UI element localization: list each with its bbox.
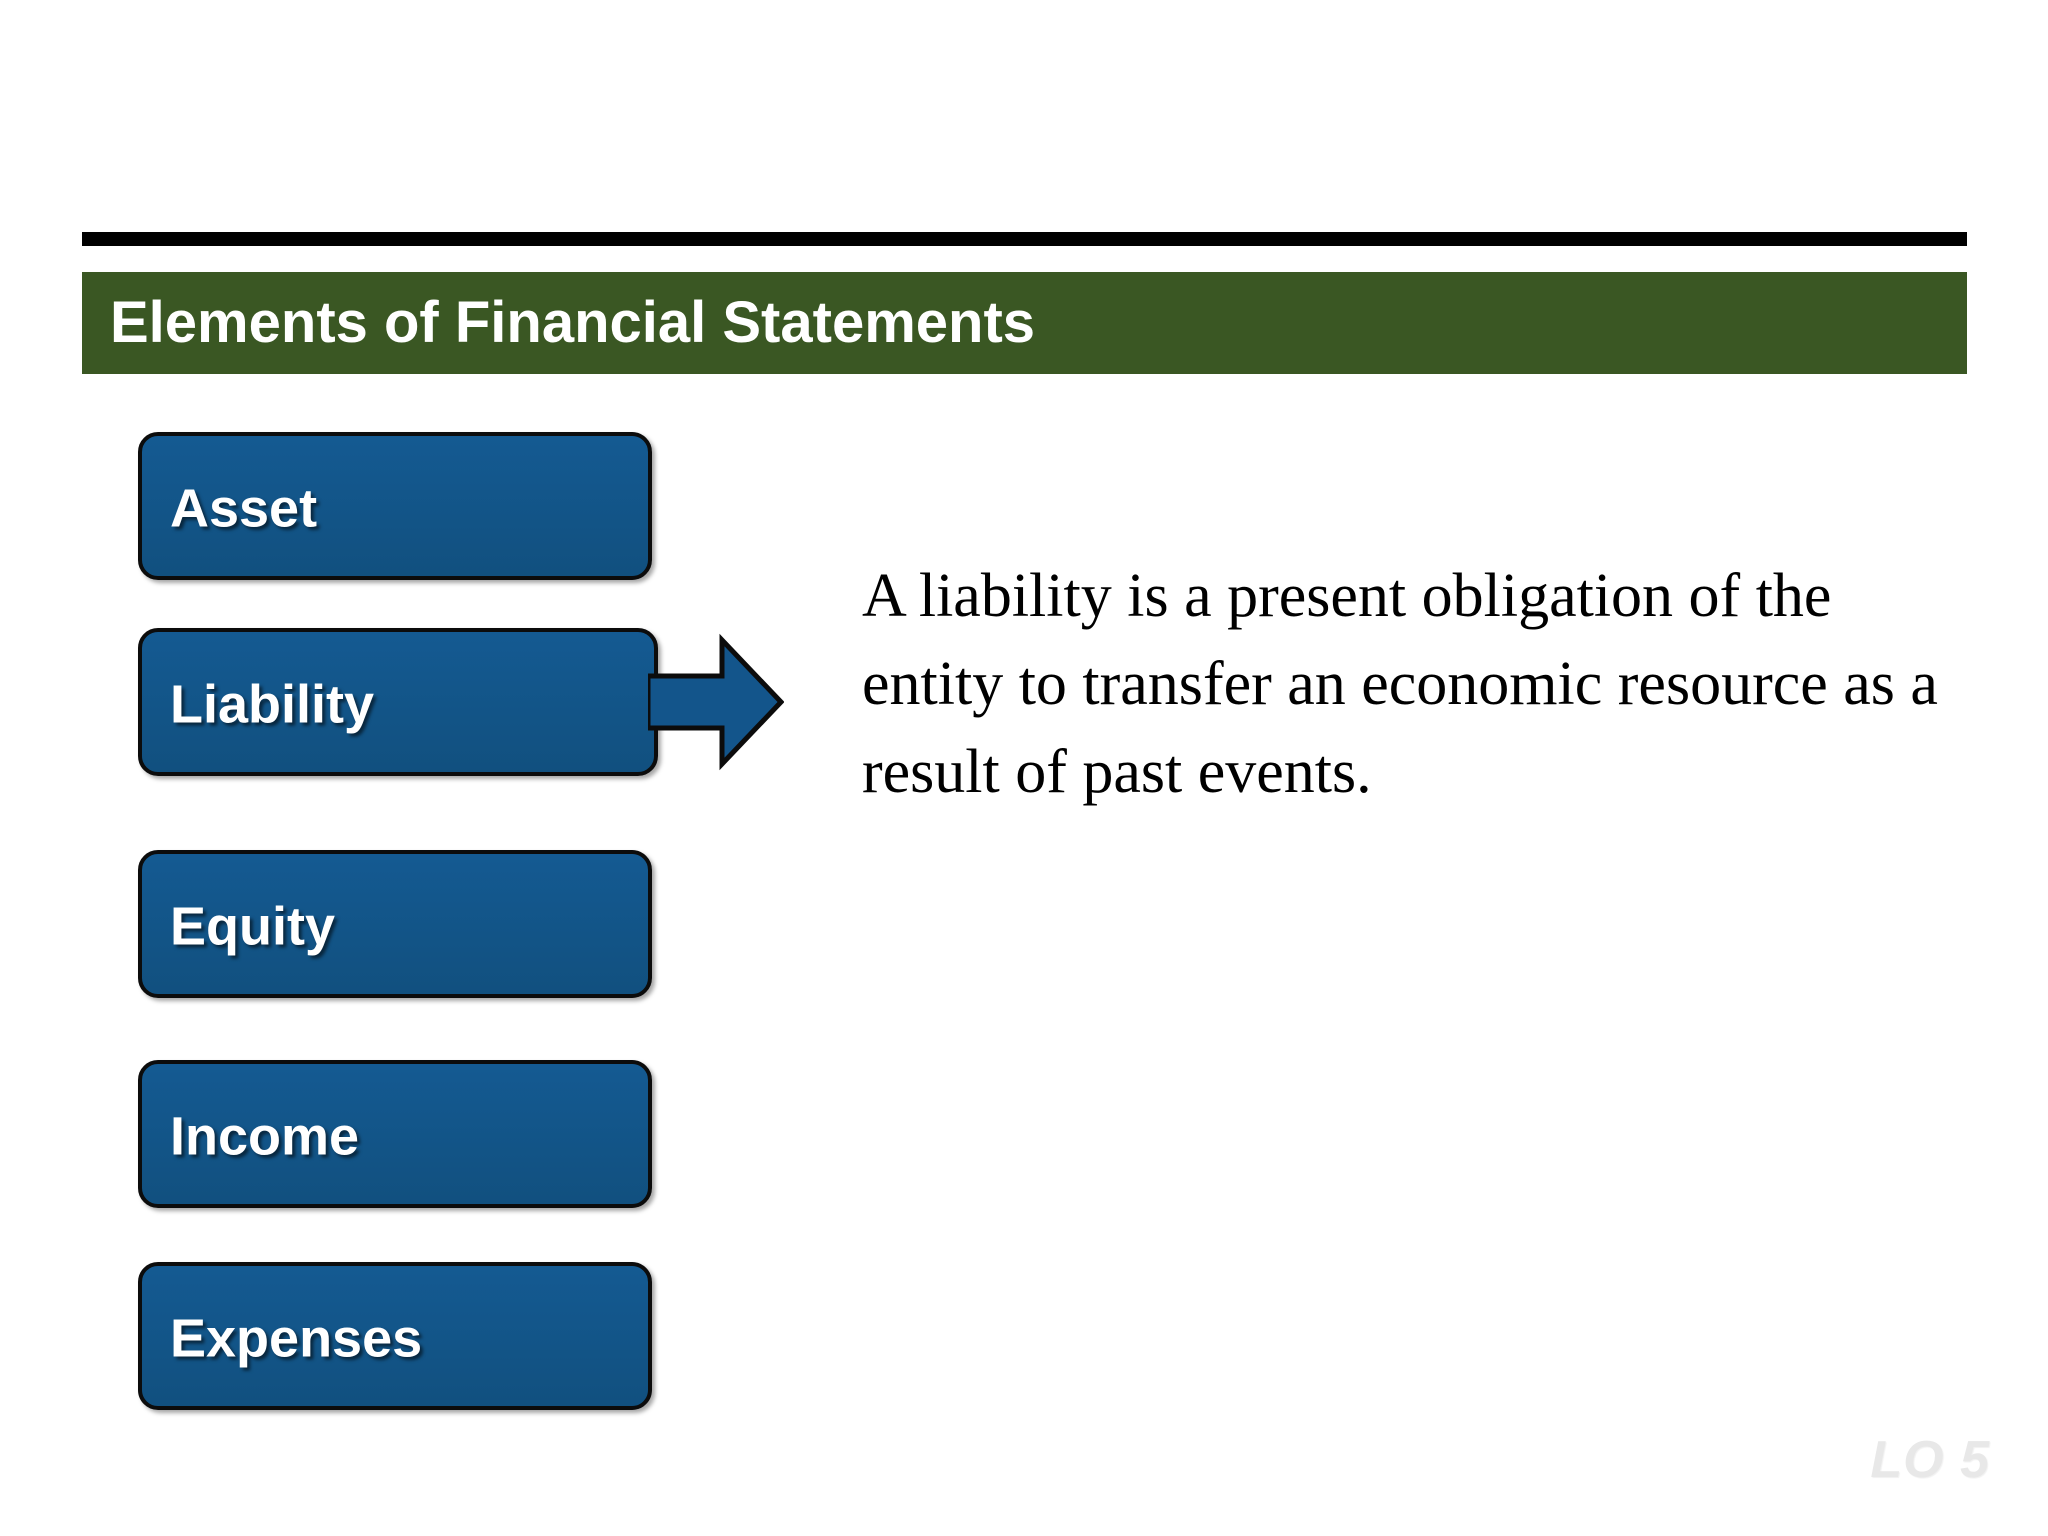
element-box-asset[interactable]: Asset — [138, 432, 652, 580]
element-box-income[interactable]: Income — [138, 1060, 652, 1208]
element-box-income-label: Income — [170, 1106, 360, 1167]
title-band — [82, 272, 1967, 374]
element-box-expenses-label: Expenses — [170, 1308, 423, 1369]
title-top-rule — [82, 232, 1967, 246]
element-box-expenses[interactable]: Expenses — [138, 1262, 652, 1410]
element-box-equity-label: Equity — [170, 896, 336, 957]
learning-objective-marker: LO 5 — [1870, 1431, 1990, 1489]
definition-text: A liability is a present obligation of t… — [862, 562, 1938, 806]
page-title: Elements of Financial Statements — [110, 290, 1036, 355]
element-box-equity[interactable]: Equity — [138, 850, 652, 998]
element-box-liability[interactable]: Liability — [138, 628, 658, 776]
right-block-arrow-icon — [648, 633, 784, 771]
element-box-liability-label: Liability — [170, 674, 375, 735]
element-box-asset-label: Asset — [170, 478, 318, 539]
